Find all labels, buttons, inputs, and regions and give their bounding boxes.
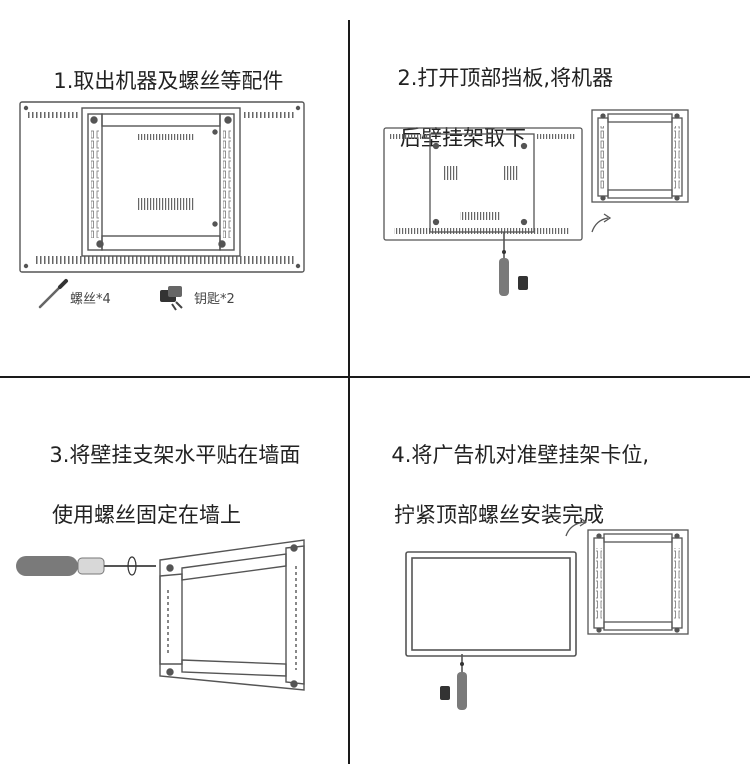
curved-arrow-icon [591, 213, 612, 233]
step-3-line-1: 3.将壁挂支架水平贴在墙面 [49, 443, 301, 467]
screwdriver-horizontal-icon [16, 556, 156, 576]
step-4-line-2: 拧紧顶部螺丝安装完成 [394, 503, 604, 527]
step-2-title: 2.打开顶部挡板,将机器 后壁挂架取下 [384, 33, 613, 183]
step-1-line-1: 1.取出机器及螺丝等配件 [53, 69, 284, 93]
step-4-title: 4.将广告机对准壁挂架卡位, 拧紧顶部螺丝安装完成 [378, 410, 649, 560]
step-1-title: 1.取出机器及螺丝等配件 [40, 36, 283, 96]
step-3-title: 3.将壁挂支架水平贴在墙面 使用螺丝固定在墙上 [36, 410, 300, 560]
step-4-line-1: 4.将广告机对准壁挂架卡位, [391, 443, 650, 467]
wall-bracket-mounting-illustration [159, 539, 305, 691]
screwdriver-icon [499, 232, 528, 296]
machine-back-small-illustration [383, 127, 583, 241]
step-3-line-2: 使用螺丝固定在墙上 [52, 503, 241, 527]
wall-bracket-illustration-2 [587, 529, 689, 635]
curved-arrow-icon-2 [565, 517, 588, 537]
horizontal-divider [0, 376, 750, 378]
step-2-line-1: 2.打开顶部挡板,将机器 [397, 66, 614, 90]
machine-back-illustration [19, 101, 305, 273]
screw-icon [38, 279, 68, 309]
key-icon [160, 286, 183, 311]
key-label: 钥匙*2 [194, 292, 235, 307]
screw-label: 螺丝*4 [70, 292, 111, 307]
vertical-divider [348, 20, 350, 764]
machine-front-illustration [405, 551, 577, 657]
wall-bracket-illustration [591, 109, 689, 203]
screwdriver-icon-2 [440, 654, 467, 710]
